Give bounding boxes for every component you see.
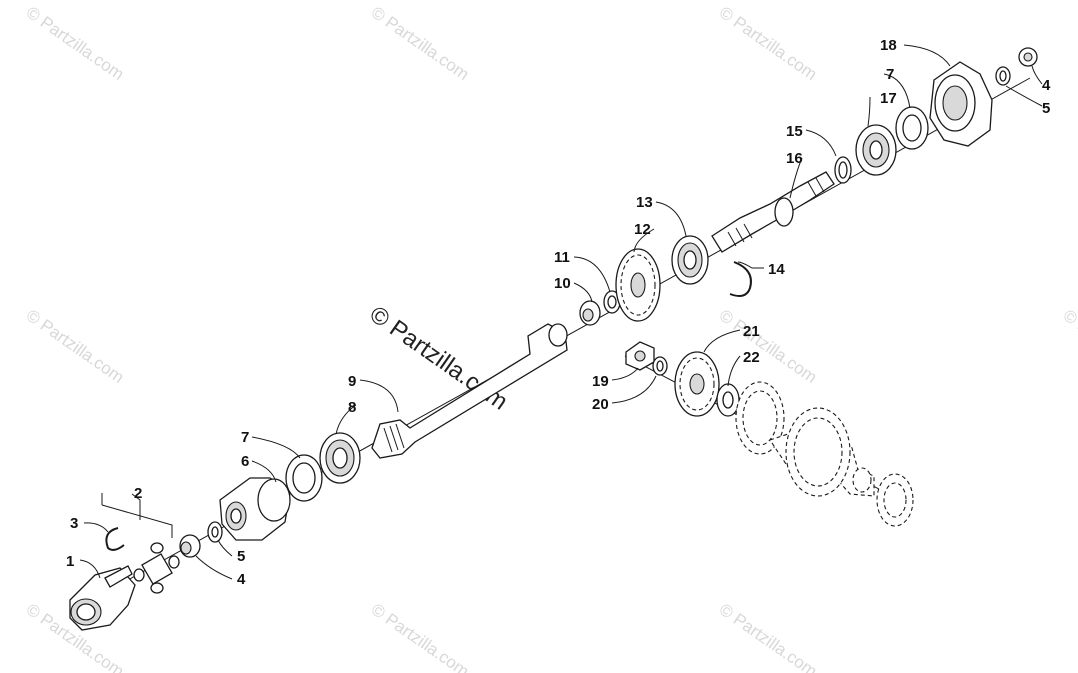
watermark-mid-left: © Partzilla.com: [23, 306, 128, 387]
callout-17: 17: [880, 90, 897, 107]
part-washer-20: [652, 356, 668, 376]
part-nut-4a: [179, 534, 201, 558]
callout-11: 11: [554, 249, 570, 266]
callout-labels: 1 2 3 4 5 6 7 8 9 10 11 12 13 14 15 16 1…: [66, 37, 1051, 588]
part-cross-2: [133, 542, 180, 594]
callout-20: 20: [592, 396, 609, 413]
part-seal-7b: [895, 106, 929, 150]
callout-2: 2: [134, 485, 142, 502]
gear-cluster-dashed: [735, 381, 914, 527]
callout-4-right: 4: [1042, 77, 1051, 94]
part-clip-3: [105, 527, 125, 551]
watermark-top-left: © Partzilla.com: [23, 3, 128, 84]
part-bearing-17: [855, 124, 897, 176]
part-nut-19: [625, 341, 655, 371]
part-yoke-1: [69, 565, 136, 631]
part-washer-5b: [995, 66, 1011, 86]
leader-lines: [79, 44, 1043, 580]
callout-10: 10: [554, 275, 571, 292]
part-bevel-gear-12: [615, 248, 661, 322]
watermark-bottom-right: © Partzilla.com: [716, 600, 821, 673]
watermark-center: © Partzilla.com: [365, 301, 513, 416]
part-snap-ring-14: [729, 261, 752, 297]
part-output-shaft-16: [711, 171, 835, 253]
part-washer-22: [716, 383, 740, 417]
callout-21: 21: [743, 323, 760, 340]
callout-13: 13: [636, 194, 653, 211]
callout-3: 3: [70, 515, 78, 532]
part-bearing-13: [671, 235, 709, 285]
part-seal-7a: [285, 454, 323, 502]
callout-19: 19: [592, 373, 609, 390]
callout-5-right: 5: [1042, 100, 1050, 117]
callout-12: 12: [634, 221, 651, 238]
callout-4-left: 4: [237, 571, 246, 588]
part-bearing-8: [319, 432, 361, 484]
callout-7-left: 7: [241, 429, 249, 446]
part-washer-5a: [207, 521, 223, 543]
part-flange-yoke-6: [219, 477, 291, 541]
watermark-right-edge: © Partzilla.com: [1060, 306, 1078, 387]
part-ring-15: [834, 156, 852, 184]
callout-6: 6: [241, 453, 249, 470]
callout-8: 8: [348, 399, 356, 416]
callout-16: 16: [786, 150, 803, 167]
watermark-top-center: © Partzilla.com: [368, 3, 473, 84]
callout-9: 9: [348, 373, 356, 390]
part-nut-4b: [1018, 47, 1038, 67]
callout-7-right: 7: [886, 66, 894, 83]
part-hub-flange-18: [929, 61, 993, 147]
callout-14: 14: [768, 261, 785, 278]
watermark-mid-right: © Partzilla.com: [716, 306, 821, 387]
watermark-bottom-center: © Partzilla.com: [368, 600, 473, 673]
callout-18: 18: [880, 37, 897, 54]
callout-1: 1: [66, 553, 74, 570]
callout-22: 22: [743, 349, 760, 366]
part-nut-10: [579, 300, 601, 326]
part-gear-21: [674, 351, 720, 417]
callout-15: 15: [786, 123, 803, 140]
part-shaft-9: [371, 323, 568, 459]
watermark-top-right: © Partzilla.com: [716, 3, 821, 84]
callout-5-left: 5: [237, 548, 245, 565]
